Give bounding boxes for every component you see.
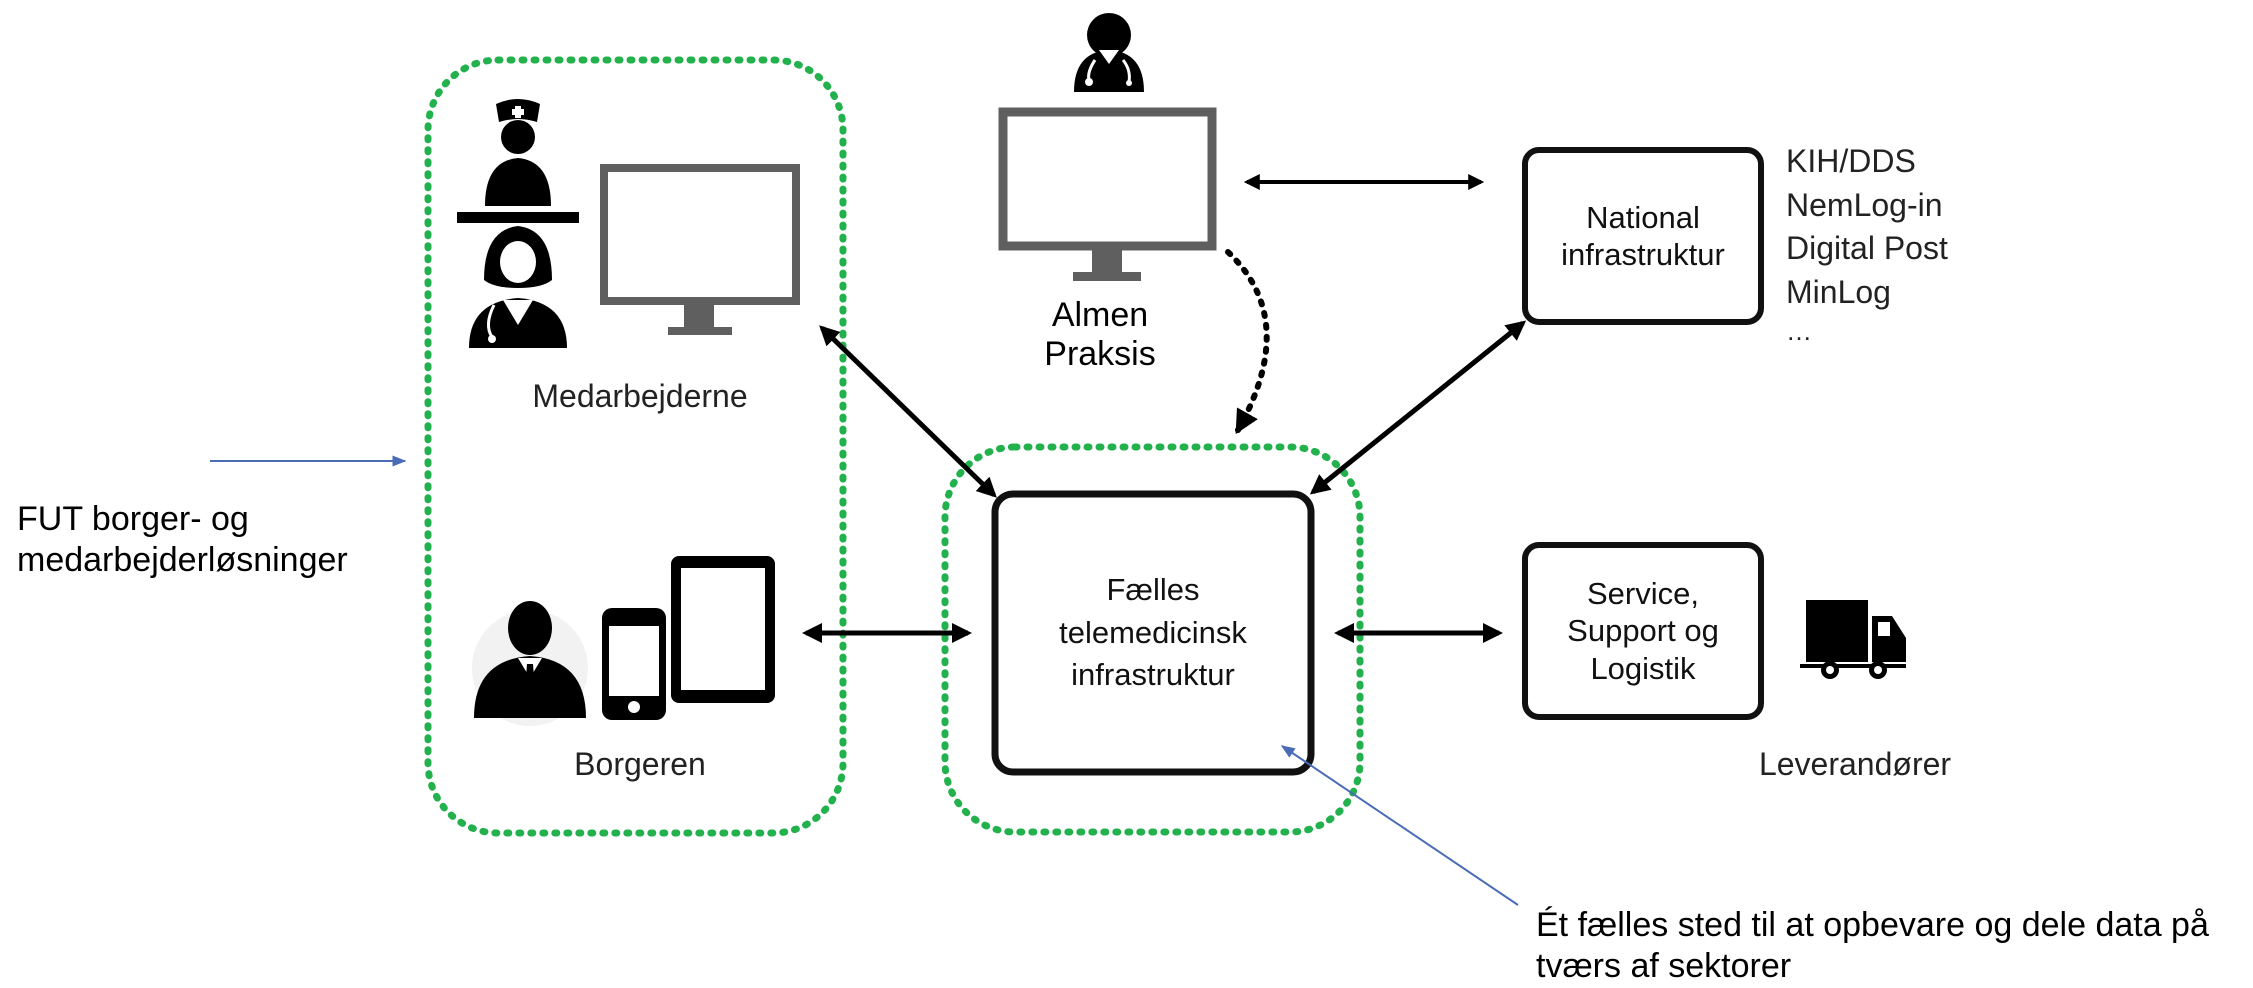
borgeren-label: Borgeren xyxy=(574,746,706,782)
national-box-text: National infrastruktur xyxy=(1561,199,1725,272)
citizen-icon xyxy=(472,601,588,726)
leverandorer-label: Leverandører xyxy=(1758,746,1952,782)
faelles-sted-annotation: Ét fælles sted til at opbevare og dele d… xyxy=(1536,906,2209,986)
truck-icon xyxy=(1800,600,1906,679)
arrow-medarbejderne-faelles xyxy=(819,325,997,498)
doctor-icon xyxy=(1074,13,1144,92)
almen-praksis-label: Almen Praksis xyxy=(1044,296,1156,374)
tablet-icon xyxy=(671,556,775,703)
faelles-pointer-line xyxy=(1280,745,1519,906)
arrow-almen-faelles-dotted xyxy=(1225,249,1270,435)
list-item: NemLog-in xyxy=(1786,186,1943,223)
faelles-box-text: Fælles telemedicinsk infrastruktur xyxy=(1059,571,1247,693)
list-item: Digital Post xyxy=(1786,230,1948,267)
medarbejderne-label: Medarbejderne xyxy=(532,378,748,414)
service-box xyxy=(1522,542,1764,720)
monitor-icon xyxy=(600,164,800,335)
female-doctor-icon xyxy=(469,226,567,348)
national-box xyxy=(1522,147,1764,325)
nurse-icon xyxy=(457,99,579,223)
arrow-faelles-national xyxy=(1309,320,1527,495)
fut-annotation: FUT borger- og medarbejderløsninger xyxy=(17,500,348,579)
monitor-icon xyxy=(998,107,1217,281)
list-item: … xyxy=(1786,316,1812,347)
list-item: MinLog xyxy=(1786,273,1891,310)
national-infrastructure-list: KIH/DDS NemLog-in Digital Post MinLog … xyxy=(1786,140,1948,349)
smartphone-icon xyxy=(602,608,666,720)
service-box-text: Service, Support og Logistik xyxy=(1567,576,1719,686)
list-item: KIH/DDS xyxy=(1786,143,1916,179)
faelles-box xyxy=(991,490,1315,776)
